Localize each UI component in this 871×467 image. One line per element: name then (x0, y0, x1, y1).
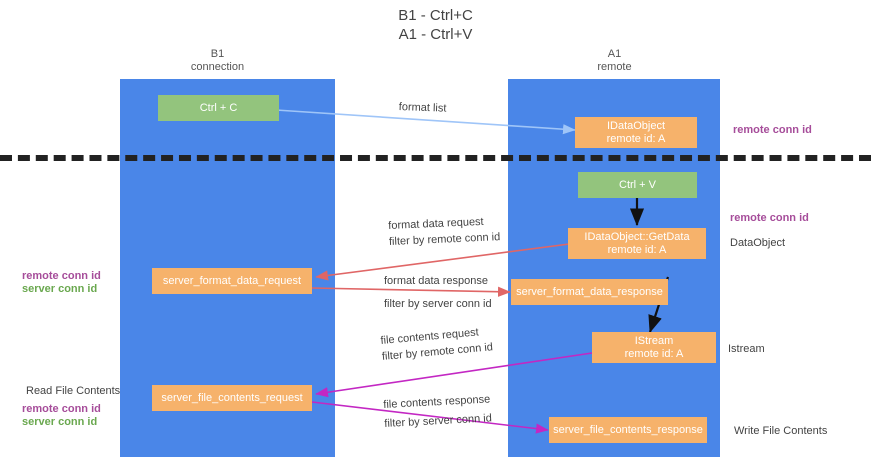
annotation-left-remote-conn-id-bottom: remote conn id (22, 403, 101, 415)
node-server-format-data-request-label: server_format_data_request (162, 274, 302, 287)
node-ctrl-v[interactable]: Ctrl + V (578, 172, 697, 198)
edge-format-list (275, 109, 576, 135)
edge-file-contents-response (311, 401, 549, 434)
node-idataobject-getdata[interactable]: IDataObject::GetData remote id: A (568, 228, 706, 259)
edge-label-file-contents-response: file contents response filter by server … (383, 392, 492, 431)
node-ctrl-c-label: Ctrl + C (199, 101, 238, 114)
page-title-line-1: B1 - Ctrl+C (398, 7, 473, 24)
node-idataobject-getdata-remote-id: remote id: A (607, 243, 667, 256)
annotation-right-dataobject: DataObject (730, 237, 786, 249)
column-header-a1-name: A1 (607, 48, 622, 60)
edge-label-format-list: format list (398, 100, 447, 115)
node-idataobject-remote-id: remote id: A (606, 132, 666, 145)
annotation-right-remote-conn-id-top: remote conn id (733, 124, 812, 136)
annotation-right-istream: Istream (728, 343, 765, 355)
edge-label-format-data-request: format data request filter by remote con… (388, 214, 500, 249)
node-ctrl-v-label: Ctrl + V (619, 178, 656, 191)
node-idataobject-getdata-label: IDataObject::GetData (584, 230, 690, 243)
node-server-file-contents-response-label: server_file_contents_response (553, 423, 703, 436)
page-title-line-2: A1 - Ctrl+V (398, 26, 473, 43)
node-server-file-contents-request-label: server_file_contents_request (161, 391, 303, 404)
annotation-left-read-file-contents: Read File Contents (26, 385, 121, 397)
node-istream-label: IStream (634, 334, 674, 347)
filter-key-server-conn-id-1: server conn id (422, 298, 492, 310)
node-idataobject-label: IDataObject (606, 119, 666, 132)
node-server-file-contents-request[interactable]: server_file_contents_request (152, 385, 312, 411)
node-server-format-data-response-label: server_format_data_response (516, 285, 663, 298)
filter-prefix-1: filter by (388, 234, 428, 248)
annotation-right-write-file-contents: Write File Contents (734, 425, 828, 437)
node-idataobject[interactable]: IDataObject remote id: A (575, 117, 697, 148)
node-istream[interactable]: IStream remote id: A (592, 332, 716, 363)
edge-file-contents-request (315, 352, 593, 398)
edge-label-format-data-response-title: format data response (384, 275, 488, 287)
node-server-format-data-response[interactable]: server_format_data_response (511, 279, 668, 305)
edge-label-format-data-response: format data response filter by server co… (384, 274, 492, 311)
phase-divider (0, 155, 871, 161)
node-istream-remote-id: remote id: A (624, 347, 684, 360)
edge-format-data-request (315, 242, 578, 281)
column-header-b1-name: B1 (210, 48, 225, 60)
column-header-b1: B1 connection (155, 48, 280, 74)
page-title: B1 - Ctrl+C A1 - Ctrl+V (0, 6, 871, 44)
column-header-a1: A1 remote (552, 48, 677, 74)
annotation-right-remote-conn-id-mid: remote conn id (730, 212, 809, 224)
filter-key-remote-conn-id-1: remote conn id (427, 231, 501, 247)
node-ctrl-c[interactable]: Ctrl + C (158, 95, 279, 121)
node-server-format-data-request[interactable]: server_format_data_request (152, 268, 312, 294)
annotation-left-server-conn-id-mid: server conn id (22, 283, 98, 295)
annotation-left-server-conn-id-bottom: server conn id (22, 416, 98, 428)
filter-key-server-conn-id-2: server conn id (422, 412, 493, 428)
node-server-file-contents-response[interactable]: server_file_contents_response (549, 417, 707, 443)
filter-prefix-2: filter by (384, 298, 423, 310)
filter-prefix-4: filter by (384, 415, 424, 430)
edge-format-data-response (311, 286, 511, 297)
column-header-b1-role: connection (190, 61, 245, 73)
annotation-left-remote-conn-id-mid: remote conn id (22, 270, 101, 282)
column-header-a1-role: remote (597, 61, 632, 73)
filter-prefix-3: filter by (381, 347, 421, 363)
edge-label-format-data-response-filter: filter by server conn id (384, 297, 492, 311)
